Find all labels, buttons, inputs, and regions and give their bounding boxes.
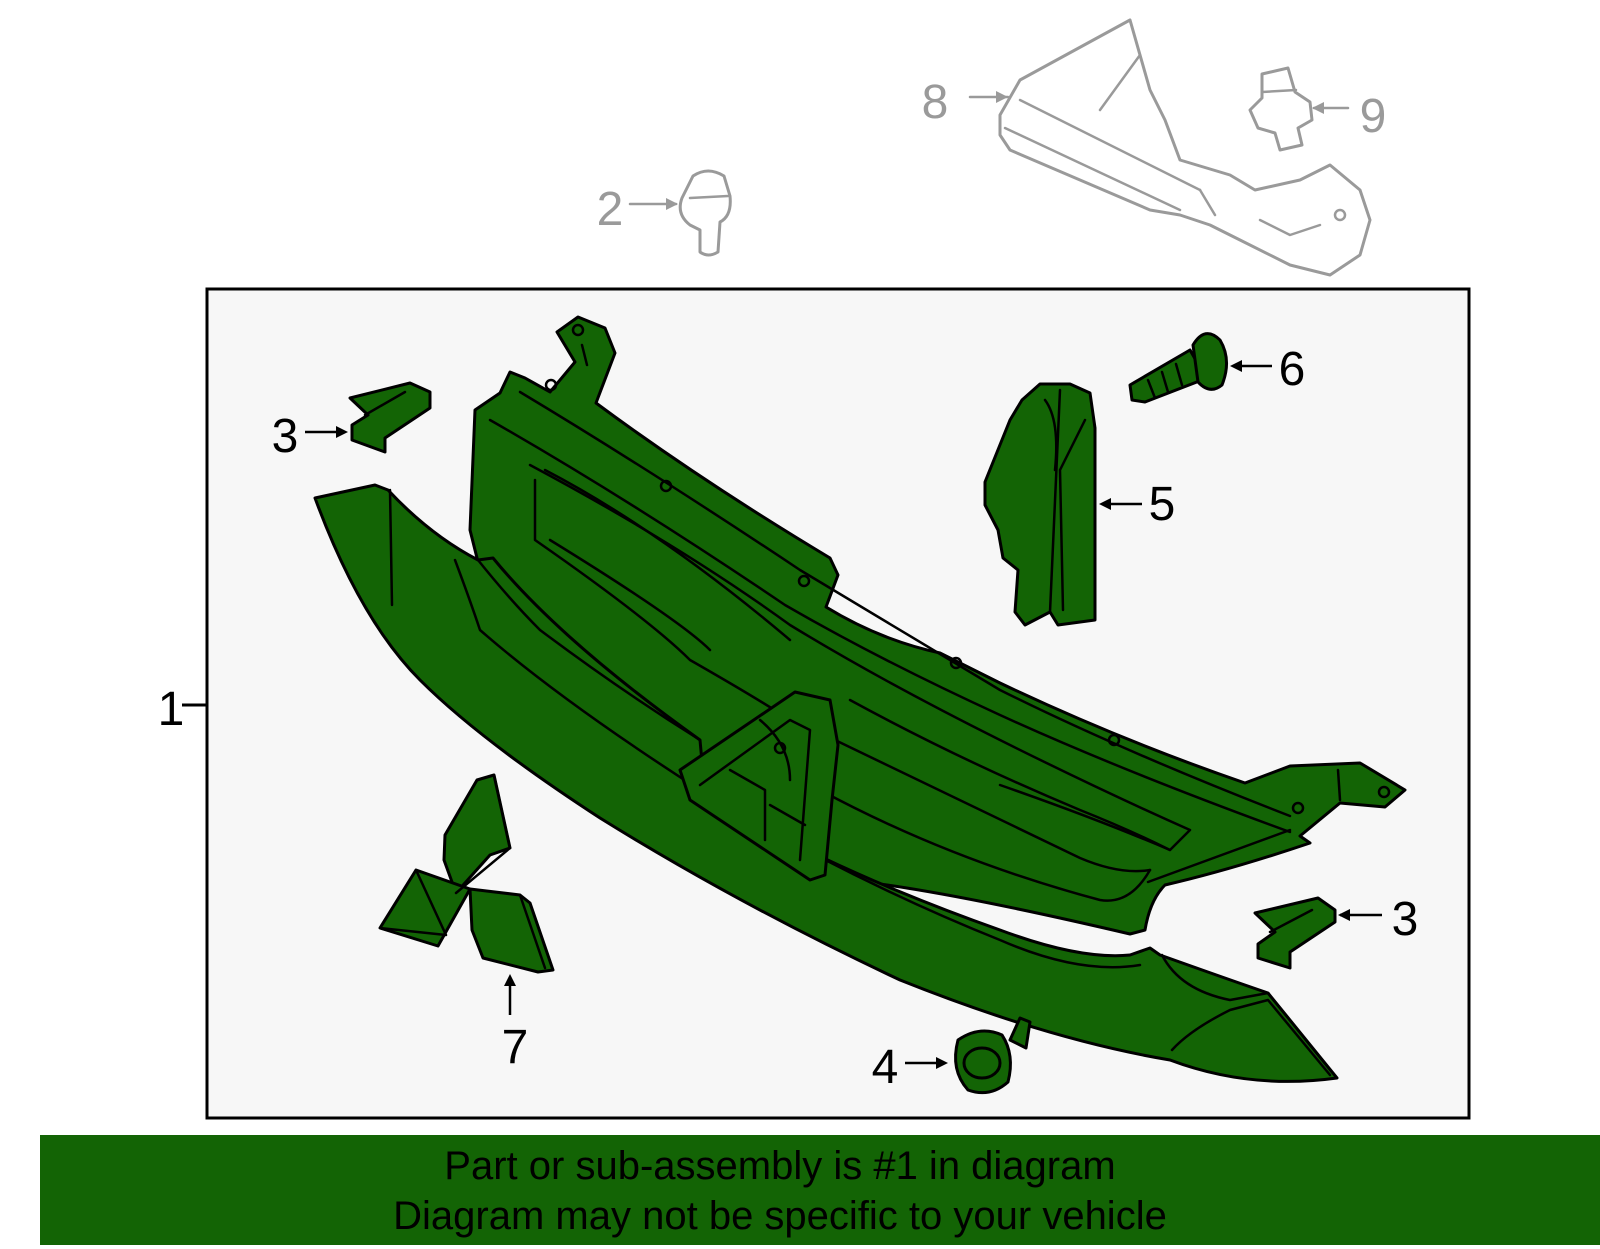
part-7-emblem [378, 773, 555, 974]
callout-8: 8 [922, 76, 949, 129]
part-6-bolt [1128, 332, 1228, 404]
part-4-nut [954, 1016, 1032, 1095]
callout-3-right: 3 [1392, 893, 1419, 946]
footer-banner: Part or sub-assembly is #1 in diagram Di… [40, 1135, 1600, 1245]
part-5-bracket [983, 382, 1097, 627]
part-8-bracket [998, 18, 1372, 277]
callout-9: 9 [1360, 90, 1387, 143]
footer-line-1: Part or sub-assembly is #1 in diagram [444, 1144, 1116, 1188]
part-2-clip [678, 169, 732, 257]
callout-3-left: 3 [272, 410, 299, 463]
footer-line-2: Diagram may not be specific to your vehi… [393, 1194, 1167, 1238]
part-3-clip-left [348, 381, 432, 454]
part-9-clip [1248, 66, 1314, 152]
parts-diagram: 8 9 2 1 [158, 18, 1471, 1120]
callout-7: 7 [502, 1021, 529, 1074]
callout-4: 4 [872, 1041, 899, 1094]
callout-2: 2 [597, 183, 624, 236]
part-3-clip-right [1253, 896, 1337, 970]
callout-6: 6 [1279, 343, 1306, 396]
callout-1: 1 [158, 683, 185, 736]
emblem-mount [678, 690, 840, 882]
callout-5: 5 [1149, 478, 1176, 531]
